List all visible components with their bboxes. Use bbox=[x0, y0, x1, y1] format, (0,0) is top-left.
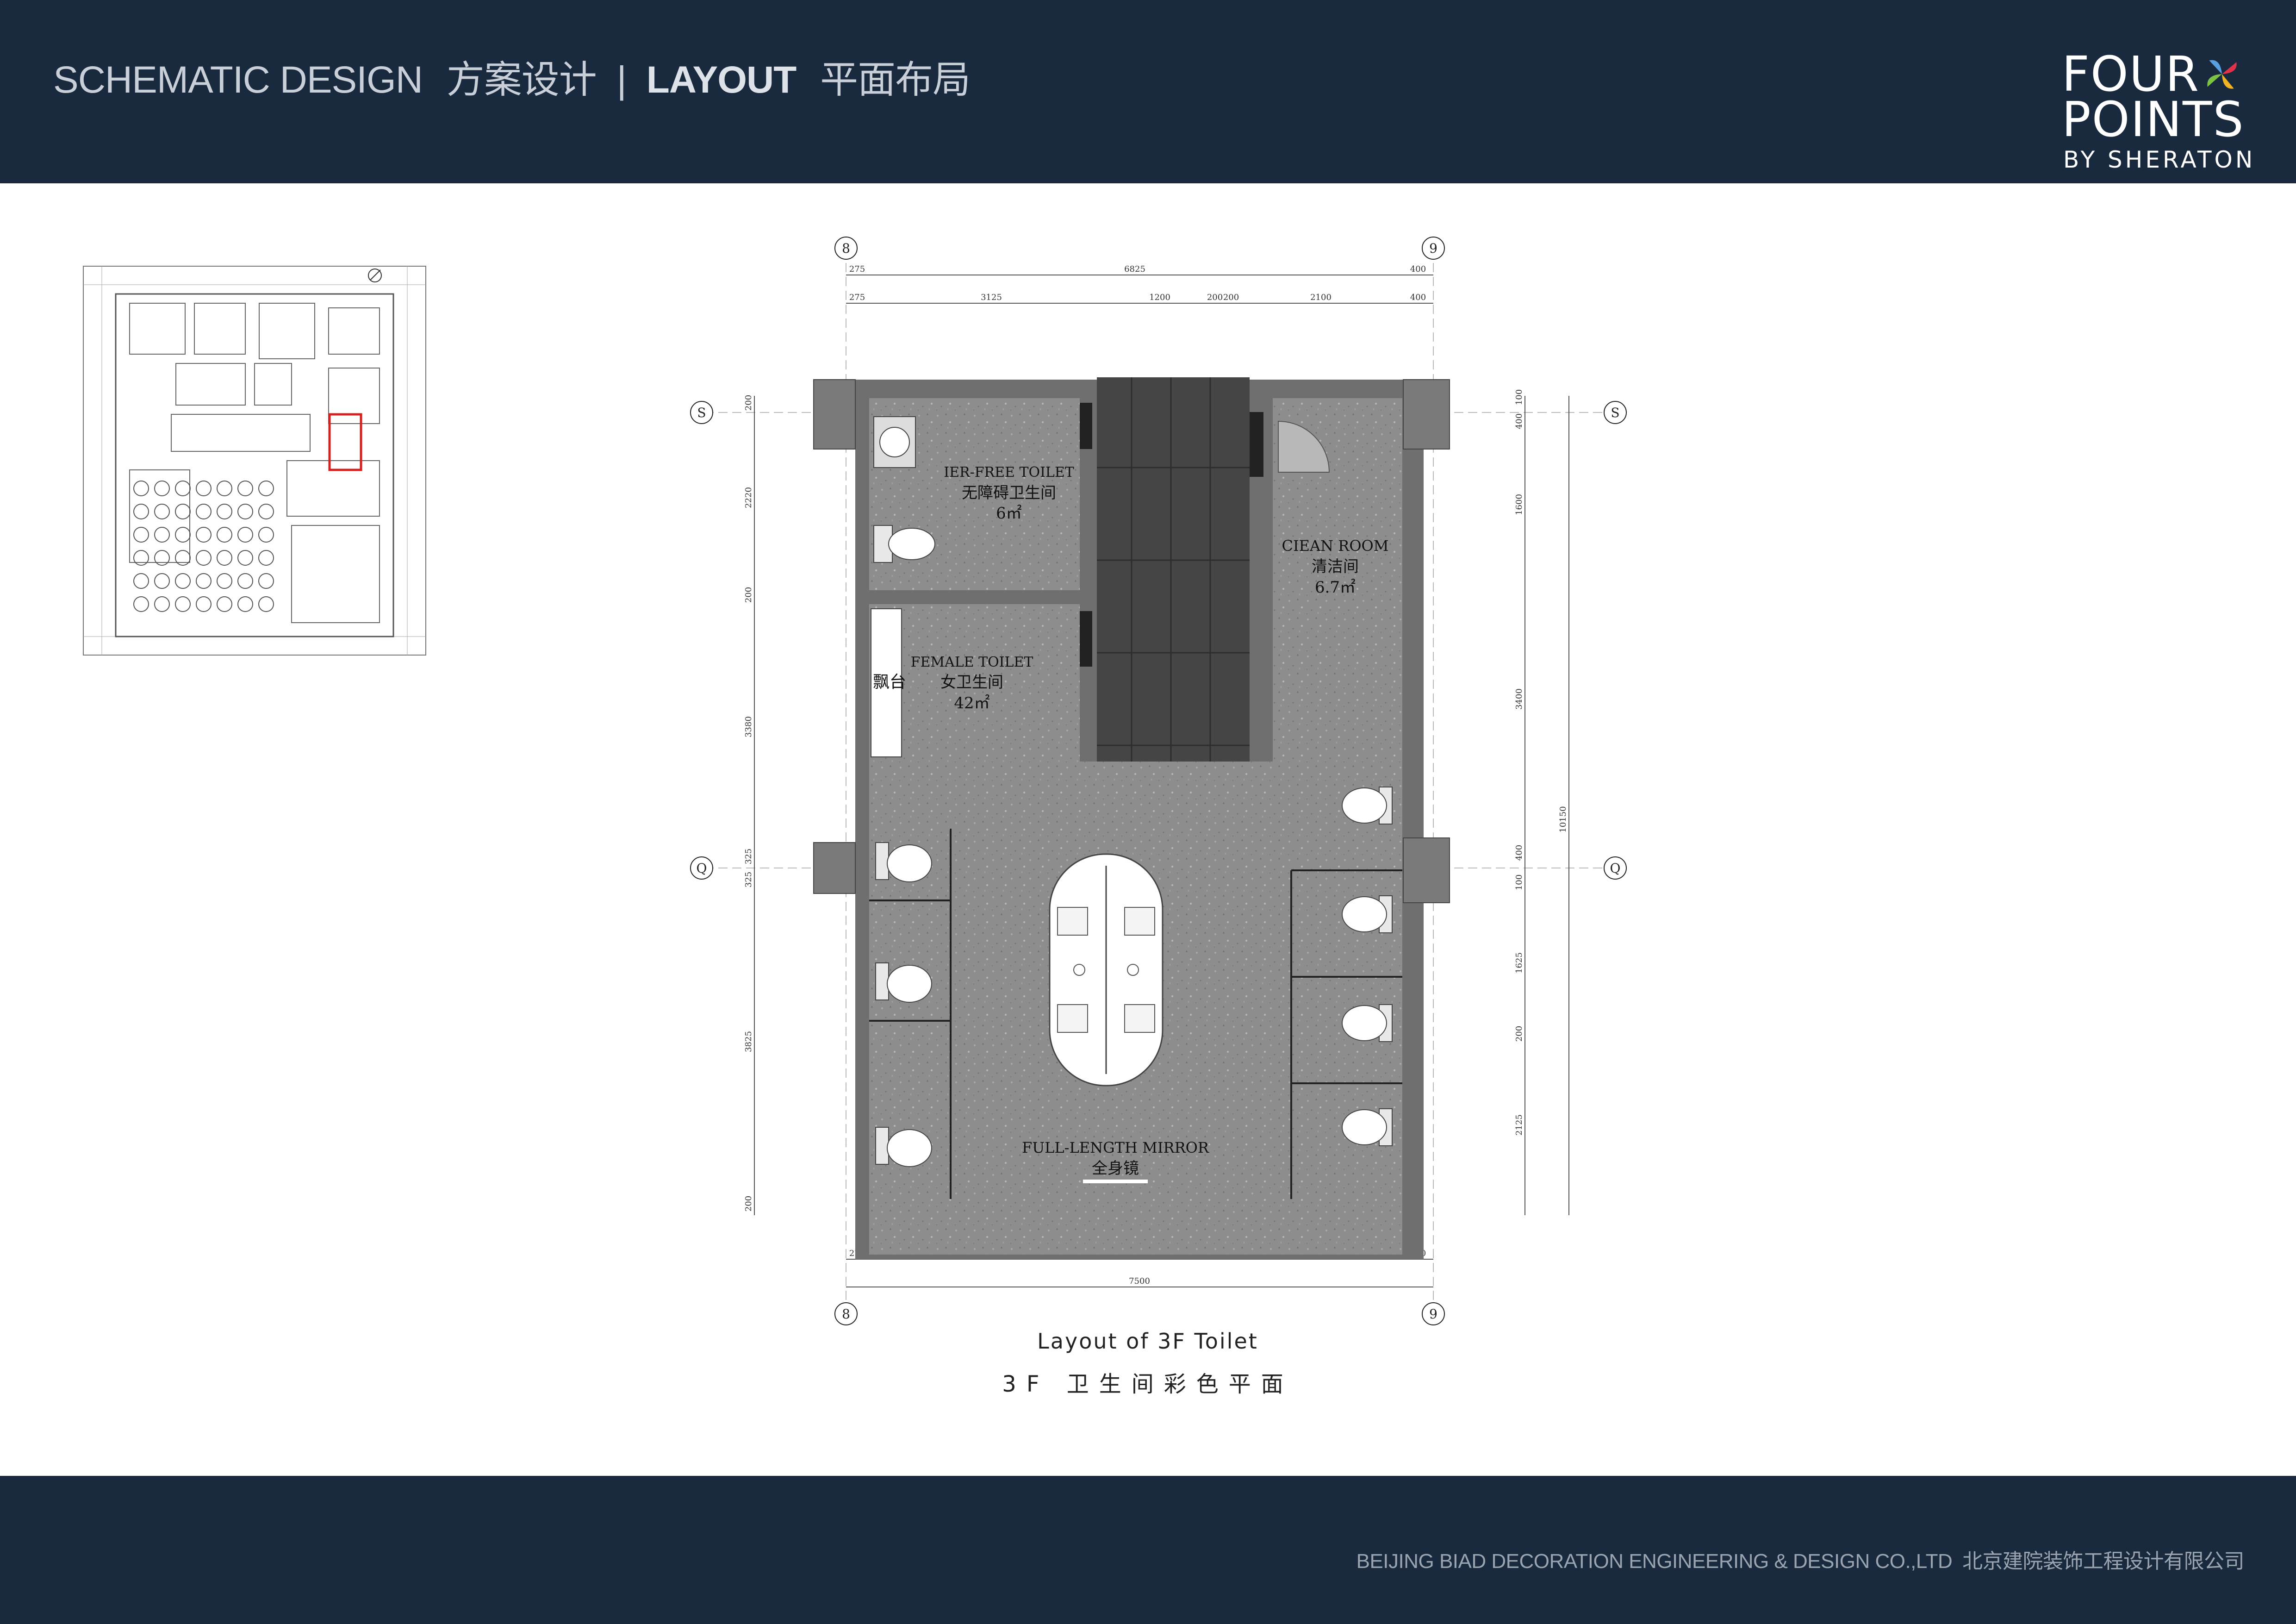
title-en: SCHEMATIC DESIGN bbox=[53, 59, 423, 101]
toilet-icon bbox=[1342, 1108, 1393, 1146]
toilet-icon bbox=[875, 1127, 932, 1167]
company-en: BEIJING BIAD DECORATION ENGINEERING & DE… bbox=[1356, 1550, 1953, 1573]
logo-line-1: FOUR bbox=[2062, 46, 2200, 102]
header-bar: SCHEMATIC DESIGN 方案设计 | LAYOUT 平面布局 FOUR… bbox=[0, 0, 2296, 183]
room-area: 42㎡ bbox=[954, 694, 989, 712]
dim-label: 10150 bbox=[1558, 806, 1568, 832]
grid-label: 8 bbox=[842, 1306, 850, 1322]
room-label-cn: 清洁间 bbox=[1312, 557, 1359, 576]
mirror-label-en: FULL-LENGTH MIRROR bbox=[1022, 1139, 1209, 1156]
room-area: 6.7㎡ bbox=[1315, 578, 1356, 597]
toilet-icon bbox=[873, 525, 935, 563]
column bbox=[1403, 379, 1450, 450]
dim-label: 325 bbox=[744, 872, 753, 887]
title-cn: 方案设计 bbox=[446, 59, 597, 101]
dim-label: 400 bbox=[1410, 293, 1426, 302]
dim-label: 100 bbox=[1514, 874, 1524, 890]
island-vanity bbox=[1049, 853, 1164, 1087]
toilet-icon bbox=[1342, 1004, 1393, 1042]
dim-label: 2100 bbox=[1310, 293, 1332, 302]
section-cn: 平面布局 bbox=[820, 59, 971, 101]
room-label-en: FEMALE TOILET bbox=[911, 654, 1033, 670]
dim-label: 200 bbox=[1223, 293, 1239, 302]
room-label-cn: 女卫生间 bbox=[940, 673, 1003, 692]
dim-label: 200 bbox=[744, 395, 753, 411]
grid-label: Q bbox=[1610, 861, 1621, 876]
dim-label: 3400 bbox=[1514, 688, 1524, 710]
dim-label: 3125 bbox=[981, 293, 1002, 302]
dim-label: 200 bbox=[1207, 293, 1223, 302]
dim-label: 3380 bbox=[744, 716, 753, 737]
grid-label: 8 bbox=[842, 241, 850, 256]
mirror-label-cn: 全身镜 bbox=[1092, 1159, 1139, 1178]
dim-label: 200 bbox=[744, 587, 753, 603]
washbasin-icon bbox=[873, 416, 916, 468]
toilet-icon bbox=[1342, 895, 1393, 933]
plan-caption-en: Layout of 3F Toilet bbox=[1037, 1329, 1258, 1354]
toilet-icon bbox=[1342, 787, 1393, 824]
toilet-icon bbox=[875, 962, 932, 1003]
dim-label: 6825 bbox=[1124, 264, 1145, 274]
dim-label: 275 bbox=[849, 264, 865, 274]
dim-label: 400 bbox=[1410, 264, 1426, 274]
dim-label: 400 bbox=[1514, 845, 1524, 861]
dim-label: 2220 bbox=[744, 487, 753, 508]
grid-label: 9 bbox=[1429, 1306, 1437, 1322]
dim-label: 325 bbox=[744, 849, 753, 864]
dim-label: 2125 bbox=[1514, 1114, 1524, 1136]
page-title: SCHEMATIC DESIGN 方案设计 | LAYOUT 平面布局 bbox=[53, 49, 971, 104]
dim-label: 200 bbox=[744, 1196, 753, 1212]
dim-label: 1600 bbox=[1514, 494, 1524, 515]
door-swing bbox=[1278, 420, 1330, 473]
room-label-en: CIEAN ROOM bbox=[1282, 537, 1388, 555]
dim-label: 200 bbox=[1514, 1026, 1524, 1042]
footer-bar: BEIJING BIAD DECORATION ENGINEERING & DE… bbox=[0, 1476, 2296, 1624]
grid-label: S bbox=[1611, 405, 1619, 420]
dim-label: 275 bbox=[849, 293, 865, 302]
company-cn: 北京建院装饰工程设计有限公司 bbox=[1962, 1550, 2245, 1573]
counter bbox=[871, 608, 902, 757]
toilet-icon bbox=[875, 842, 932, 882]
column bbox=[813, 379, 856, 450]
door-frame bbox=[1250, 412, 1263, 477]
pinwheel-icon bbox=[2207, 60, 2237, 89]
title-separator: | bbox=[616, 59, 627, 101]
grid-label: Q bbox=[697, 861, 707, 876]
dim-label: 1625 bbox=[1514, 952, 1524, 974]
mirror bbox=[1083, 1180, 1148, 1183]
column bbox=[1403, 837, 1450, 903]
brand-logo: FOUR POINTS BY SHERATON bbox=[2062, 46, 2252, 175]
room-area: 6㎡ bbox=[996, 504, 1022, 523]
door-frame bbox=[1078, 403, 1092, 449]
dim-label: 7500 bbox=[1129, 1276, 1150, 1286]
section-en: LAYOUT bbox=[646, 59, 797, 101]
logo-subtitle: BY SHERATON bbox=[2063, 146, 2256, 173]
column bbox=[813, 842, 856, 894]
dim-label: 400 bbox=[1514, 413, 1524, 429]
grid-label: 9 bbox=[1429, 241, 1437, 256]
room-label-cn: 无障碍卫生间 bbox=[962, 484, 1056, 502]
logo-line-2: POINTS bbox=[2062, 91, 2245, 148]
dim-label: 1200 bbox=[1149, 293, 1170, 302]
plan-caption-cn: 3F 卫生间彩色平面 bbox=[1002, 1371, 1294, 1397]
company-name: BEIJING BIAD DECORATION ENGINEERING & DE… bbox=[1356, 1544, 2245, 1574]
room-label-en: IER-FREE TOILET bbox=[944, 464, 1074, 481]
toilet-floor-plan: 8 9 8 9 S S Q Q 275 6825 400 275 3125 12… bbox=[690, 237, 1627, 1325]
grid-label: S bbox=[697, 405, 706, 420]
dim-label: 3825 bbox=[744, 1031, 753, 1052]
door-frame bbox=[1078, 611, 1092, 667]
counter-label: 飘台 bbox=[873, 673, 906, 692]
dim-label: 100 bbox=[1514, 389, 1524, 405]
key-plan bbox=[83, 266, 426, 656]
